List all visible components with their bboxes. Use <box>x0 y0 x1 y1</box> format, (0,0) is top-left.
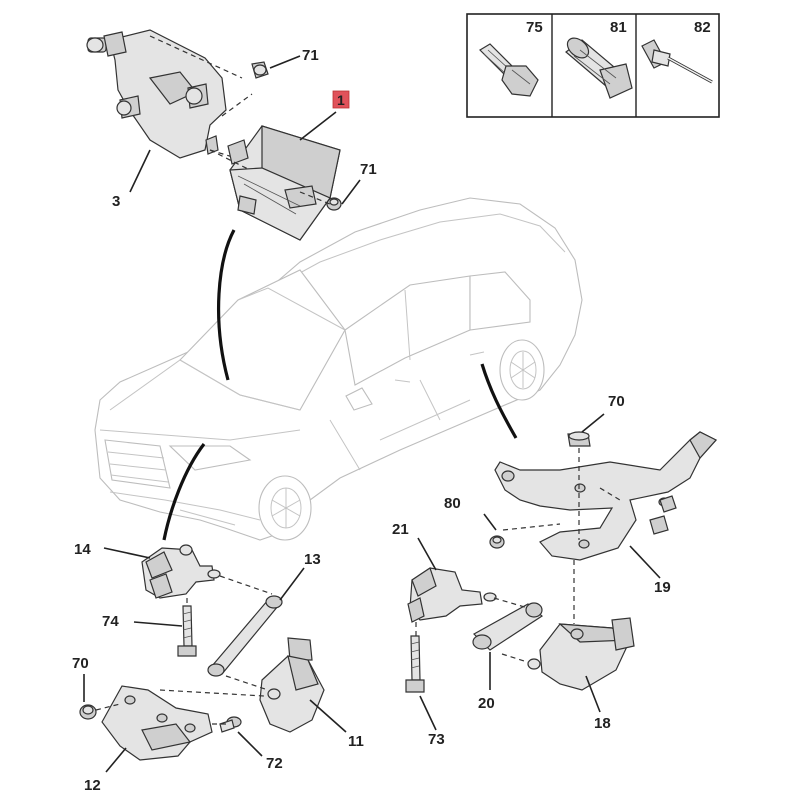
part-71-screw-mid <box>326 197 342 211</box>
callout-20: 20 <box>478 695 495 712</box>
connector-line-module <box>217 229 236 381</box>
callout-14: 14 <box>74 541 91 558</box>
callout-70-left: 70 <box>72 655 89 672</box>
part-74-screw <box>177 605 197 657</box>
callout-70-right: 70 <box>608 393 625 410</box>
rivet-nut-icon <box>565 37 633 99</box>
callout-18: 18 <box>594 715 611 732</box>
part-72-screw <box>219 716 242 733</box>
callout-71-top: 71 <box>302 47 319 64</box>
callout-74: 74 <box>102 613 119 630</box>
bolt-icon <box>479 43 539 97</box>
callout-1: 1 <box>337 92 345 108</box>
part-13-link-rod <box>207 595 283 677</box>
part-71-screw-top <box>251 61 269 79</box>
callout-13: 13 <box>304 551 321 568</box>
legend-label-82: 82 <box>694 19 711 36</box>
car-illustration <box>94 197 583 541</box>
callout-1-highlight <box>332 90 350 109</box>
connector-line-rear <box>480 363 518 439</box>
callout-72: 72 <box>266 755 283 772</box>
callout-80: 80 <box>444 495 461 512</box>
part-1-control-module <box>227 125 341 241</box>
callout-3: 3 <box>112 193 120 210</box>
callout-19: 19 <box>654 579 671 596</box>
part-70-screw-right <box>567 431 591 447</box>
part-73-screw <box>405 635 425 693</box>
callout-11: 11 <box>348 733 364 750</box>
legend-label-81: 81 <box>610 19 627 36</box>
callout-71-mid: 71 <box>360 161 377 178</box>
part-11-sensor <box>259 637 325 733</box>
legend-label-75: 75 <box>526 19 543 36</box>
part-21-clamp <box>407 567 497 623</box>
callout-21: 21 <box>392 521 409 538</box>
part-80-nut <box>489 535 505 549</box>
part-18-sensor <box>527 617 635 691</box>
part-3-bracket <box>86 29 227 159</box>
part-70-screw-left <box>79 704 97 720</box>
part-14-clamp <box>141 544 221 599</box>
part-20-link <box>472 602 543 651</box>
fastener-legend: 75 81 82 <box>466 13 720 118</box>
callout-73: 73 <box>428 731 445 748</box>
callout-12: 12 <box>84 777 101 794</box>
part-12-plate-bracket <box>101 685 213 761</box>
connector-line-front <box>162 443 206 541</box>
part-19-bracket <box>494 431 717 561</box>
pop-rivet-icon <box>641 39 713 84</box>
